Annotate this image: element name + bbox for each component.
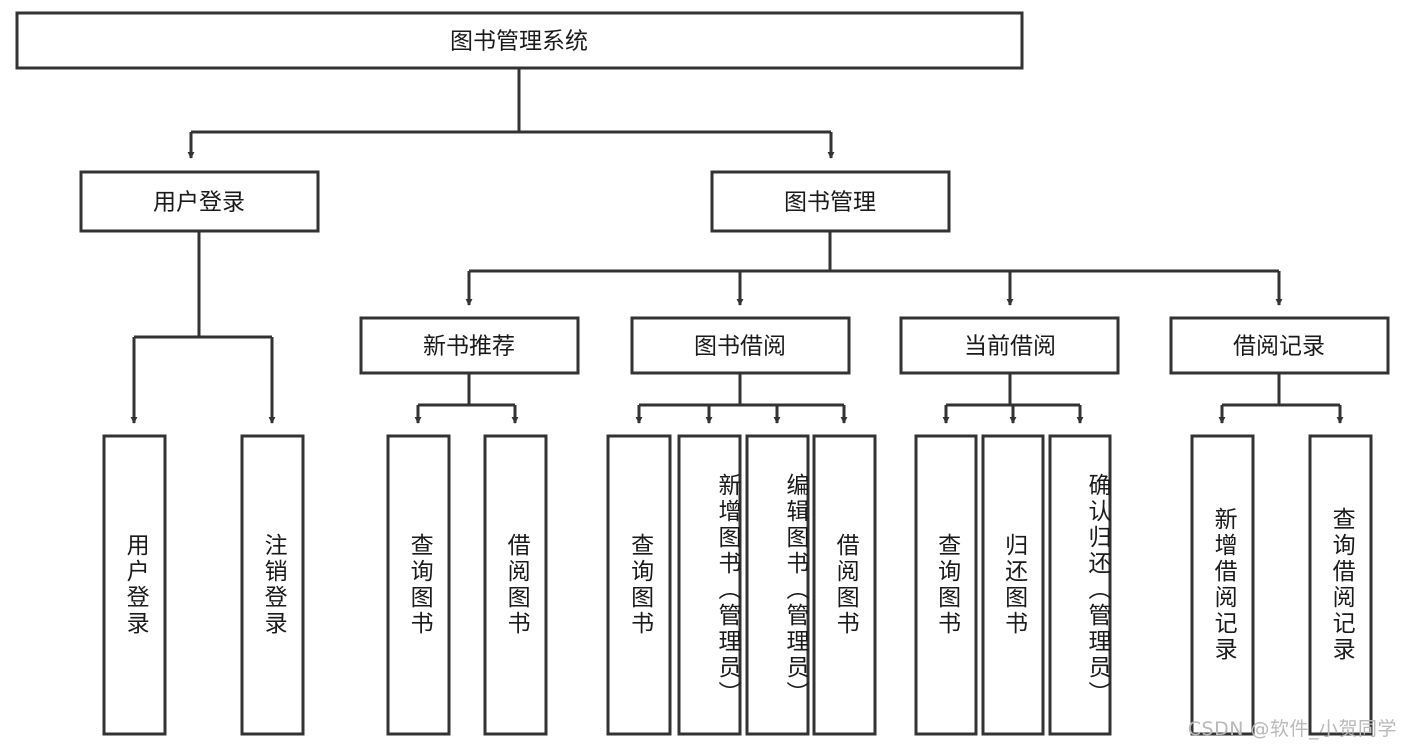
- node-user-login-label: 用户登录: [153, 190, 245, 216]
- node-book-manage[interactable]: 图书管理: [710, 170, 951, 233]
- node-current-borrow-box: [899, 316, 1120, 375]
- node-borrow-record-label: 借阅记录: [1233, 334, 1325, 360]
- node-root-box: [15, 11, 1024, 70]
- node-book-borrow-label: 图书借阅: [694, 334, 786, 360]
- node-borrow-record[interactable]: 借阅记录: [1169, 316, 1390, 375]
- leaf-box-user-login-1[interactable]: [240, 434, 305, 736]
- leaf-box-book-borrow-3[interactable]: [812, 434, 877, 736]
- leaf-box-book-borrow-2[interactable]: [745, 434, 810, 736]
- leaf-box-current-borrow-1[interactable]: [981, 434, 1045, 736]
- leaf-box-new-book-0[interactable]: [386, 434, 451, 736]
- leaf-box-borrow-record-1[interactable]: [1308, 434, 1373, 736]
- node-new-book-recommend[interactable]: 新书推荐: [359, 316, 580, 375]
- node-root[interactable]: 图书管理系统: [15, 11, 1024, 70]
- node-new-book-recommend-label: 新书推荐: [423, 334, 515, 360]
- leaf-box-borrow-record-0[interactable]: [1190, 434, 1255, 736]
- node-root-label: 图书管理系统: [450, 29, 588, 55]
- node-user-login[interactable]: 用户登录: [79, 170, 320, 233]
- node-book-manage-label: 图书管理: [784, 190, 876, 216]
- node-borrow-record-box: [1169, 316, 1390, 375]
- leaf-box-user-login-0[interactable]: [102, 434, 167, 736]
- node-current-borrow-label: 当前借阅: [964, 334, 1056, 360]
- node-book-borrow[interactable]: 图书借阅: [630, 316, 851, 375]
- leaf-box-book-borrow-0[interactable]: [606, 434, 672, 736]
- node-book-manage-box: [710, 170, 951, 233]
- leaf-box-book-borrow-1[interactable]: [677, 434, 742, 736]
- node-book-borrow-box: [630, 316, 851, 375]
- leaf-box-current-borrow-2[interactable]: [1048, 434, 1112, 736]
- leaf-box-current-borrow-0[interactable]: [914, 434, 978, 736]
- node-current-borrow[interactable]: 当前借阅: [899, 316, 1120, 375]
- csdn-watermark: CSDN @软件_小贺同学: [1187, 718, 1397, 740]
- leaf-box-new-book-1[interactable]: [483, 434, 548, 736]
- node-new-book-recommend-box: [359, 316, 580, 375]
